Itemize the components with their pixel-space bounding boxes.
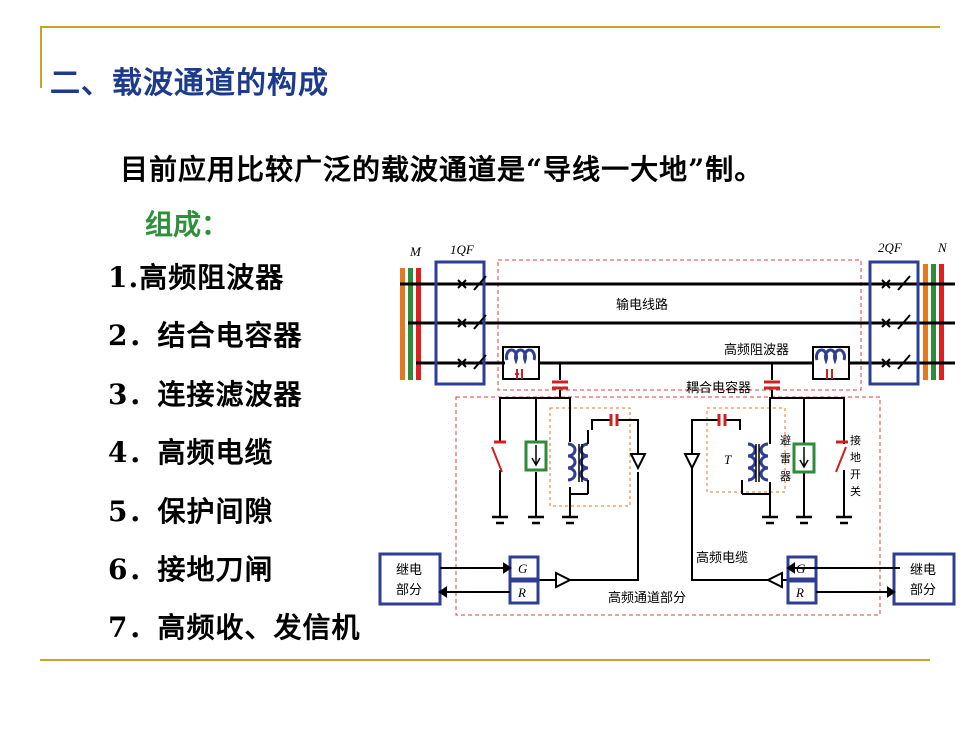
coupling-capacitor-right [764, 363, 780, 390]
hf-cable-label: 高频电缆 [696, 550, 748, 566]
right-cable-terminal [683, 453, 701, 471]
hf-channel-region [455, 396, 881, 616]
transceiver-wiring [537, 570, 805, 581]
transmission-line-label: 输电线路 [616, 297, 668, 313]
relay-left-label-1: 继电 [396, 563, 422, 578]
carrier-channel-diagram: G R G R 继电 部分 继电 部分 M 1QF 2QF N 输电线路 高频阻… [378, 240, 956, 616]
list-item: 3．连接滤波器 [108, 378, 303, 411]
right-ground-switch [835, 440, 848, 473]
left-ground-switch [491, 440, 506, 473]
breaker-switches-right [881, 275, 911, 370]
ground-switch-label-4: 关 [850, 484, 861, 498]
right-arrester [792, 442, 816, 474]
left-filter-region [549, 407, 631, 507]
right-bottom-cable-terminal [765, 571, 783, 589]
relay-arrows [438, 562, 900, 598]
relay-left-box [378, 552, 442, 606]
list-item: 1.高频阻波器 [108, 261, 285, 294]
wave-trap-left [502, 346, 540, 380]
left-transformer [567, 430, 589, 495]
list-item: 7．高频收、发信机 [108, 611, 361, 644]
label-m: M [409, 244, 422, 259]
relay-right-box [892, 552, 956, 606]
wave-trap-label: 高频阻波器 [724, 342, 789, 358]
transmission-region [497, 259, 862, 391]
relay-right-label-2: 部分 [910, 583, 936, 598]
list-item: 5．保护间隙 [108, 495, 274, 528]
right-filter-capacitor [717, 414, 727, 426]
arrester-label-1: 避 [780, 433, 791, 447]
ground-switch-label-2: 地 [850, 451, 861, 464]
coupling-capacitor-label: 耦合电容器 [686, 380, 751, 396]
breaker-2qf [868, 260, 920, 386]
coupling-capacitor-left [552, 363, 568, 390]
frame-left-rule [40, 26, 42, 88]
label-1qf: 1QF [450, 242, 475, 257]
arrester-label-3: 器 [780, 470, 791, 483]
left-arrester [524, 440, 548, 472]
label-n: N [937, 240, 948, 255]
ground-switch-label-3: 开 [850, 468, 861, 481]
slide-subtitle: 目前应用比较广泛的载波通道是“导线一大地”制。 [120, 153, 764, 186]
relay-right-label-1: 继电 [910, 563, 936, 578]
left-g-label: G [518, 561, 528, 576]
breaker-switches-left [457, 275, 487, 370]
ground-symbols [492, 515, 852, 525]
transformer-label: T [724, 452, 732, 467]
right-transformer [741, 442, 770, 495]
right-r-label: R [795, 585, 804, 600]
list-heading: 组成： [145, 208, 230, 241]
right-filter-region [706, 407, 786, 493]
label-2qf: 2QF [878, 240, 903, 255]
frame-top-rule [40, 26, 940, 28]
left-r-label: R [517, 585, 526, 600]
bus-phase-a-left [400, 268, 405, 380]
left-filter-capacitor [609, 414, 619, 426]
left-bottom-cable-terminal [555, 571, 573, 589]
slide-title: 二、载波通道的构成 [50, 66, 329, 101]
list-item: 4．高频电缆 [108, 436, 274, 469]
arrester-label-2: 雷 [780, 452, 791, 465]
hf-channel-label: 高频通道部分 [608, 590, 686, 606]
breaker-1qf [434, 260, 486, 386]
right-branch-wiring [691, 390, 845, 581]
ground-switch-label-1: 接 [850, 434, 861, 447]
left-cable-terminal [629, 453, 647, 471]
list-item: 2．结合电容器 [108, 319, 303, 352]
relay-left-label-2: 部分 [396, 583, 422, 598]
bottom-rule [40, 659, 930, 661]
left-branch-wiring [499, 390, 639, 581]
list-item: 6．接地刀闸 [108, 553, 274, 586]
wave-trap-right [812, 346, 850, 380]
